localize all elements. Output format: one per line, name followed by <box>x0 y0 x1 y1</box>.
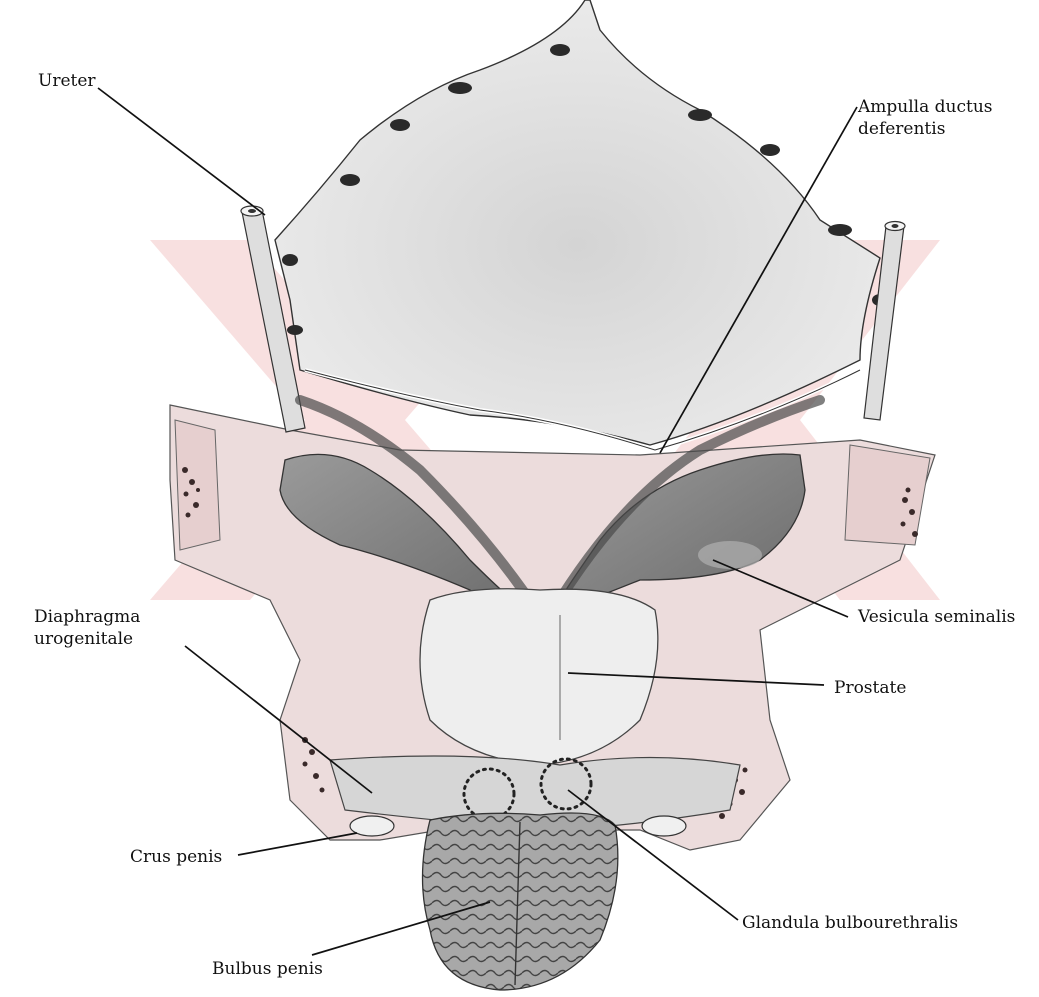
label-crus: Crus penis <box>130 846 222 868</box>
label-diaphragma-line1: Diaphragma <box>34 606 140 628</box>
bladder <box>275 0 888 450</box>
leader-ureter <box>98 88 265 215</box>
bulbus-penis <box>423 813 618 990</box>
label-vesicula-text: Vesicula seminalis <box>858 606 1015 628</box>
label-glandula-text: Glandula bulbourethralis <box>742 912 958 934</box>
label-vesicula: Vesicula seminalis <box>858 606 1015 628</box>
label-diaphragma: Diaphragma urogenitale <box>34 606 140 650</box>
label-ampulla-line1: Ampulla ductus <box>858 96 993 118</box>
leader-crus <box>238 833 357 855</box>
label-glandula: Glandula bulbourethralis <box>742 912 958 934</box>
label-prostate-text: Prostate <box>834 677 906 699</box>
label-diaphragma-line2: urogenitale <box>34 628 140 650</box>
label-crus-text: Crus penis <box>130 846 222 868</box>
label-prostate: Prostate <box>834 677 906 699</box>
label-bulbus: Bulbus penis <box>212 958 323 980</box>
label-ampulla-line2: deferentis <box>858 118 993 140</box>
label-ureter-text: Ureter <box>38 70 96 92</box>
label-bulbus-text: Bulbus penis <box>212 958 323 980</box>
label-ampulla: Ampulla ductus deferentis <box>858 96 993 140</box>
label-ureter: Ureter <box>38 70 96 92</box>
